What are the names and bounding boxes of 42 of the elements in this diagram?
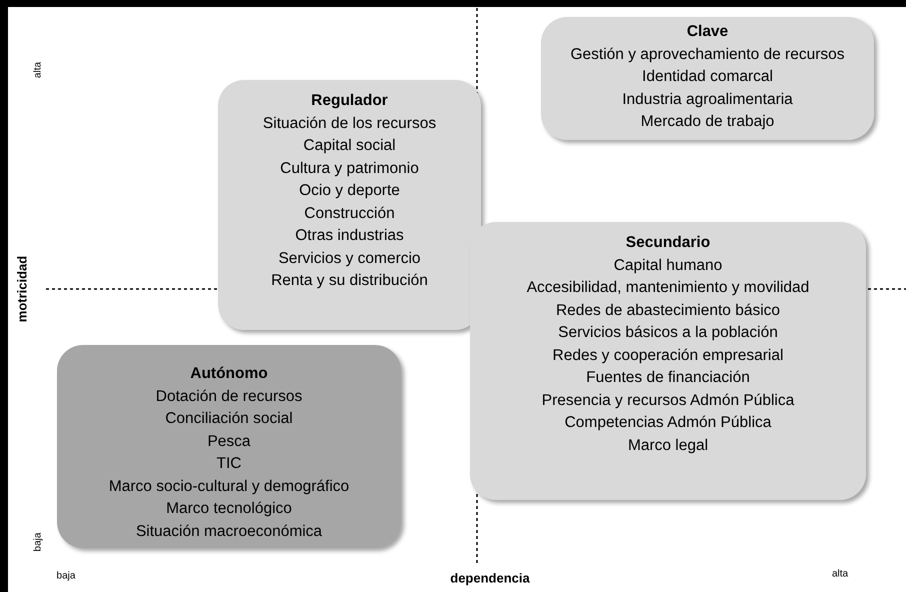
factor-text: Accesibilidad, mantenimiento y movilidad	[526, 278, 810, 298]
factor-text: Construcción	[304, 204, 395, 224]
factor-text: Redes de abastecimiento básico	[556, 300, 780, 320]
factor-text: TIC	[216, 454, 242, 474]
factor-text: Conciliación social	[165, 409, 293, 429]
factor-text: Otras industrias	[295, 226, 404, 246]
factor-text: Mercado de trabajo	[640, 112, 774, 132]
factor-text: Presencia y recursos Admón Pública	[542, 390, 794, 410]
box-heading: Autónomo	[190, 364, 268, 384]
axis-tick-label: baja	[32, 532, 44, 552]
factor-text: Identidad comarcal	[642, 67, 773, 87]
axis-tick-label: baja	[56, 570, 76, 582]
factor-text: Cultura y patrimonio	[280, 158, 419, 178]
box-heading: Regulador	[311, 91, 388, 111]
factor-text: Servicios básicos a la población	[558, 323, 778, 343]
factor-text: Marco socio-cultural y demográfico	[108, 476, 350, 496]
factor-text: Capital social	[303, 136, 396, 156]
axis-tick-label: alta	[832, 568, 848, 580]
category-box	[57, 345, 401, 548]
axis-title: motricidad	[14, 256, 30, 322]
axis-title: dependencia	[450, 570, 530, 586]
box-heading: Clave	[686, 22, 728, 42]
factor-text: Fuentes de financiación	[586, 368, 750, 388]
factor-text: Situación de los recursos	[262, 114, 436, 134]
factor-text: Industria agroalimentaria	[622, 90, 793, 110]
factor-text: Capital humano	[614, 256, 722, 276]
factor-text: Ocio y deporte	[299, 181, 400, 201]
factor-text: Servicios y comercio	[278, 248, 421, 268]
category-box	[218, 80, 481, 330]
factor-text: Redes y cooperación empresarial	[552, 346, 784, 366]
factor-text: Renta y su distribución	[271, 271, 428, 291]
category-box	[541, 17, 874, 140]
axis-tick-label: alta	[32, 62, 44, 78]
factor-text: Competencias Admón Pública	[564, 413, 772, 433]
factor-text: Pesca	[207, 432, 251, 452]
factor-text: Marco tecnológico	[166, 499, 292, 519]
factor-text: Gestión y aprovechamiento de recursos	[570, 44, 844, 64]
box-heading: Secundario	[626, 233, 710, 253]
factor-text: Situación macroeconómica	[136, 522, 322, 542]
factor-text: Dotación de recursos	[156, 386, 302, 406]
category-box	[470, 222, 866, 500]
factor-text: Marco legal	[628, 436, 708, 456]
